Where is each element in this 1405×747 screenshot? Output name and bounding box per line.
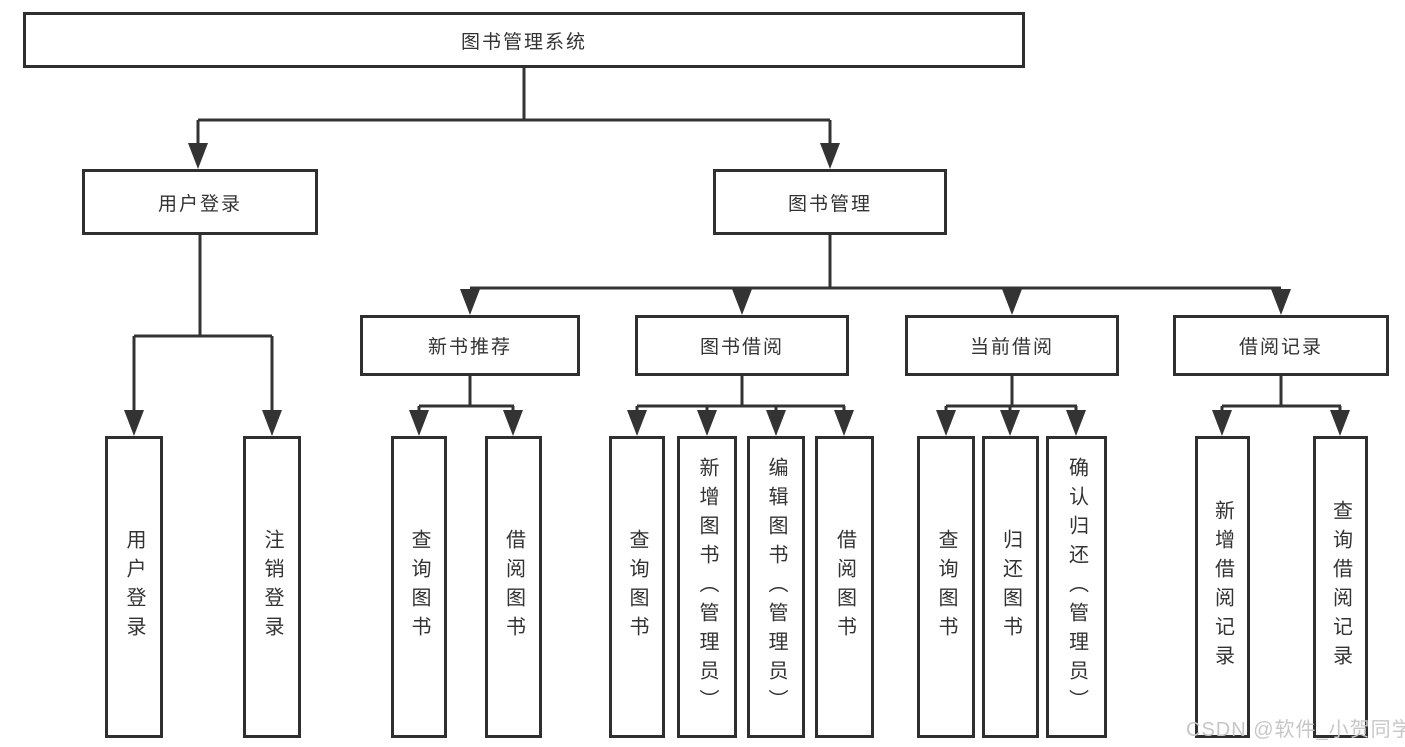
node-book-mgmt-label: 图书管理	[787, 193, 872, 215]
node-user-login: 用户登录	[82, 169, 318, 235]
arrow-to-user-login	[188, 143, 208, 169]
node-br-query-record-label: 查询借阅记录	[1329, 500, 1352, 674]
node-bb-add-books-label: 新增图书（管理员）	[696, 456, 718, 718]
node-nbr-borrow-books: 借阅图书	[485, 436, 542, 738]
node-book-borrow-label: 图书借阅	[699, 337, 784, 358]
node-book-mgmt: 图书管理	[713, 169, 947, 235]
node-bb-borrow-books-label: 借阅图书	[833, 529, 856, 645]
arrow-to-current-borrow	[1002, 289, 1022, 315]
node-bb-query-books: 查询图书	[609, 436, 665, 738]
arrow-to-br-add	[1212, 410, 1232, 436]
node-br-add-record: 新增借阅记录	[1195, 436, 1250, 738]
node-bb-edit-books-label: 编辑图书（管理员）	[765, 456, 787, 718]
arrow-to-cb-confirm	[1066, 410, 1086, 436]
node-root: 图书管理系统	[23, 12, 1025, 68]
node-user-login-label: 用户登录	[157, 193, 242, 215]
arrow-to-nbr-query	[409, 410, 429, 436]
arrow-to-br-query	[1330, 410, 1350, 436]
node-current-borrow-label: 当前借阅	[969, 337, 1054, 358]
node-br-query-record: 查询借阅记录	[1313, 436, 1368, 738]
node-root-label: 图书管理系统	[460, 31, 587, 53]
arrow-to-bb-edit	[766, 410, 786, 436]
arrow-to-new-book-rec	[460, 289, 480, 315]
node-borrow-record-label: 借阅记录	[1238, 337, 1323, 358]
arrow-to-book-borrow	[732, 289, 752, 315]
node-cb-confirm-return-label: 确认归还（管理员）	[1065, 456, 1088, 718]
node-ul-login: 用户登录	[105, 436, 163, 738]
arrow-to-borrow-record	[1271, 289, 1291, 315]
node-cb-return-books-label: 归还图书	[999, 529, 1022, 645]
node-new-book-rec: 新书推荐	[360, 315, 580, 376]
arrow-to-cb-query	[936, 410, 956, 436]
node-ul-logout: 注销登录	[243, 436, 301, 738]
arrow-to-ul-logout	[262, 410, 282, 436]
node-nbr-borrow-books-label: 借阅图书	[502, 529, 525, 645]
arrow-to-ul-login	[124, 410, 144, 436]
arrow-to-nbr-borrow	[503, 410, 523, 436]
node-bb-query-books-label: 查询图书	[626, 529, 648, 645]
node-ul-login-label: 用户登录	[123, 529, 145, 645]
node-bb-edit-books: 编辑图书（管理员）	[747, 436, 805, 738]
node-borrow-record: 借阅记录	[1173, 315, 1389, 376]
arrow-to-bb-borrow	[834, 410, 854, 436]
node-cb-query-books-label: 查询图书	[935, 529, 957, 645]
arrow-to-book-mgmt	[820, 143, 840, 169]
node-book-borrow: 图书借阅	[635, 315, 849, 376]
node-cb-return-books: 归还图书	[982, 436, 1039, 738]
node-bb-borrow-books: 借阅图书	[815, 436, 874, 738]
node-cb-confirm-return: 确认归还（管理员）	[1046, 436, 1107, 738]
node-ul-logout-label: 注销登录	[261, 529, 283, 645]
node-cb-query-books: 查询图书	[917, 436, 975, 738]
node-nbr-query-books: 查询图书	[391, 436, 447, 738]
node-nbr-query-books-label: 查询图书	[408, 529, 430, 645]
node-new-book-rec-label: 新书推荐	[427, 337, 512, 358]
node-br-add-record-label: 新增借阅记录	[1211, 500, 1234, 674]
csdn-watermark: CSDN @软件_小贺同学	[1186, 719, 1405, 741]
node-bb-add-books: 新增图书（管理员）	[677, 436, 737, 738]
arrow-to-bb-query	[627, 410, 647, 436]
node-current-borrow: 当前借阅	[905, 315, 1119, 376]
arrow-to-cb-return	[1000, 410, 1020, 436]
arrow-to-bb-add	[697, 410, 717, 436]
